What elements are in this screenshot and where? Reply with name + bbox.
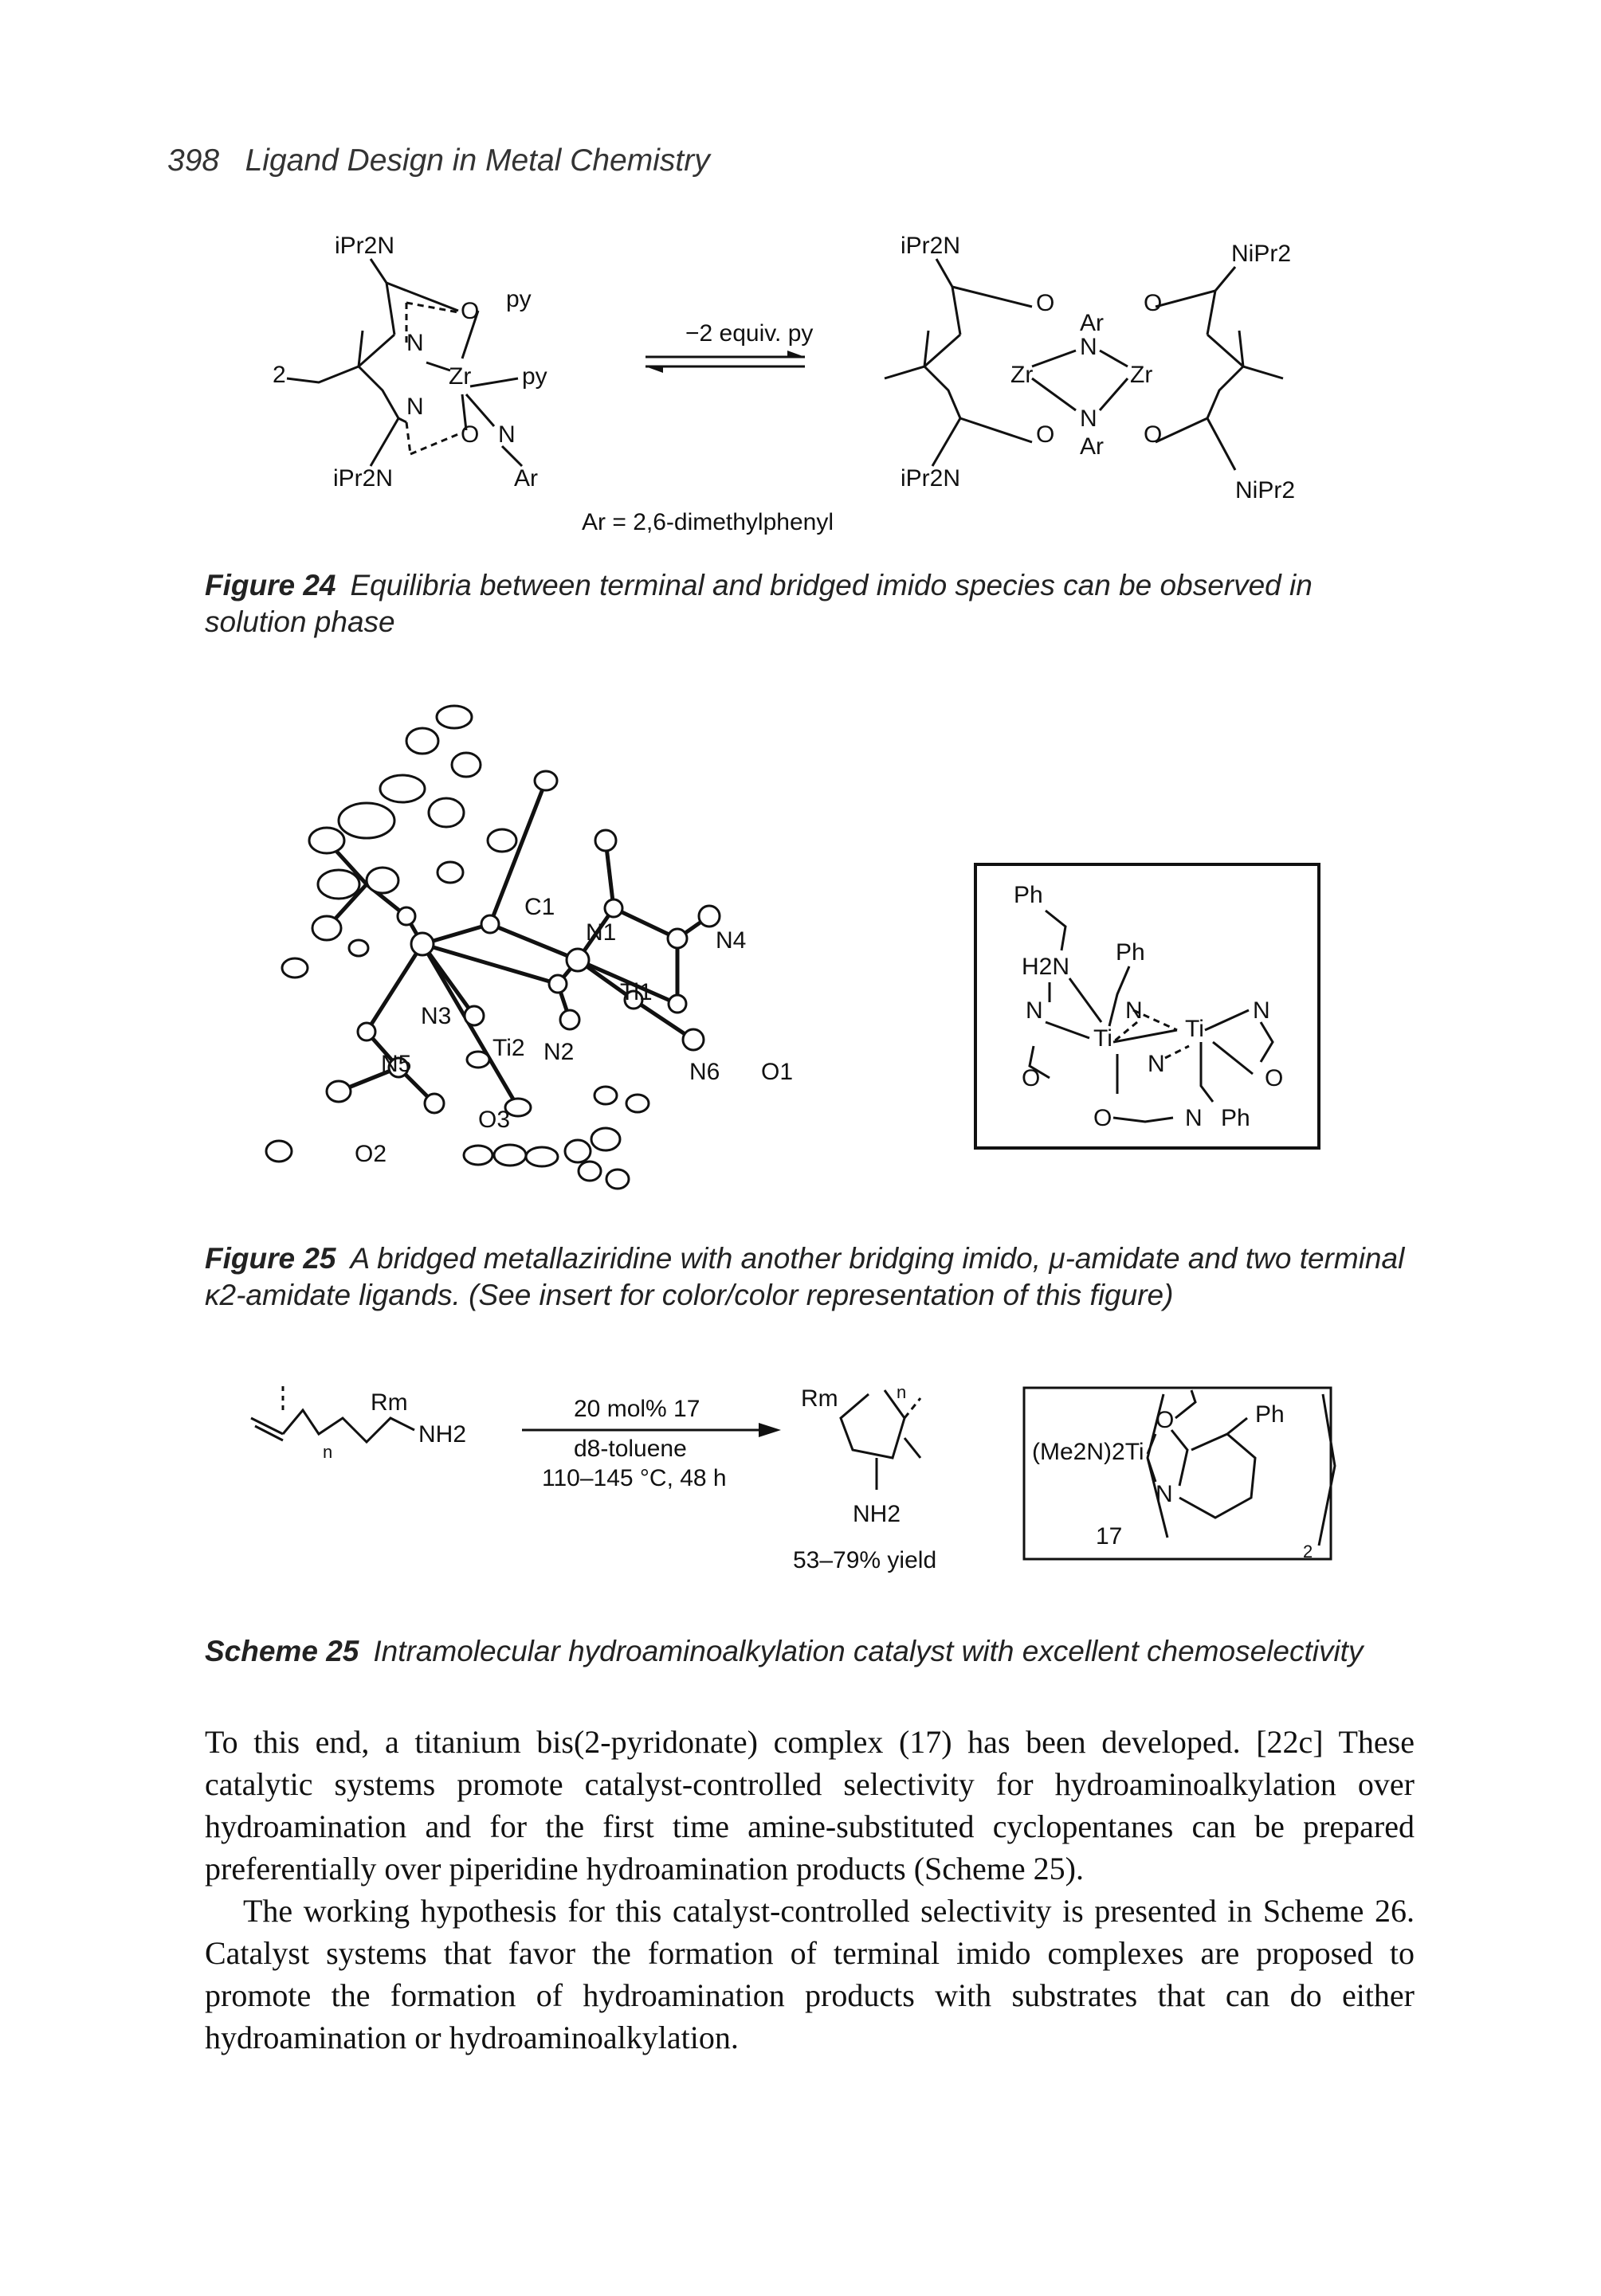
insert-ph-mid: Ph bbox=[1116, 939, 1145, 966]
left-bottom-amine-label: iPr2N bbox=[333, 465, 393, 492]
left-n-top-label: N bbox=[406, 330, 424, 356]
catalyst-ti-label: (Me2N)2Ti bbox=[1032, 1439, 1144, 1465]
atom-label-n2: N2 bbox=[543, 1039, 574, 1065]
insert-o-bottom: O bbox=[1093, 1105, 1112, 1131]
solvent-label: d8-toluene bbox=[574, 1436, 687, 1462]
right-n-top-label: N bbox=[1080, 334, 1097, 360]
equilibrium-arrows: −2 equiv. py bbox=[646, 320, 813, 373]
right-br-amine-label: NiPr2 bbox=[1235, 477, 1295, 503]
substrate-n-label: n bbox=[323, 1442, 332, 1462]
insert-o-left: O bbox=[1022, 1065, 1040, 1091]
figure-25-label: Figure 25 bbox=[205, 1242, 336, 1275]
figure-24-caption-text: Equilibria between terminal and bridged … bbox=[205, 569, 1313, 638]
left-metal-label: Zr bbox=[449, 363, 471, 390]
left-ar-label: Ar bbox=[514, 465, 538, 492]
scheme-25-caption-text: Intramolecular hydroaminoalkylation cata… bbox=[373, 1635, 1364, 1667]
atom-label-n4: N4 bbox=[716, 927, 746, 954]
scheme-25-caption: Scheme 25 Intramolecular hydroaminoalkyla… bbox=[205, 1633, 1416, 1670]
insert-n-bridge: N bbox=[1148, 1051, 1165, 1077]
atom-label-c1: C1 bbox=[524, 894, 555, 920]
atom-label-n5: N5 bbox=[381, 1051, 411, 1077]
body-paragraph-1: To this end, a titanium bis(2-pyridonate… bbox=[205, 1724, 1415, 1887]
right-ar-bottom-label: Ar bbox=[1080, 433, 1104, 460]
atom-label-o2: O2 bbox=[355, 1141, 387, 1167]
insert-n-right: N bbox=[1253, 997, 1270, 1024]
figure-25-caption-text: A bridged metallaziridine with another b… bbox=[205, 1242, 1405, 1311]
running-header: 398 Ligand Design in Metal Chemistry bbox=[167, 143, 710, 178]
ortep-atom-labels: C1 N1 N4 Ti1 N3 Ti2 N2 N5 N6 O1 O3 O2 bbox=[355, 894, 793, 1167]
figure-24-label: Figure 24 bbox=[205, 569, 336, 601]
left-py1-label: py bbox=[506, 286, 532, 312]
insert-n-left: N bbox=[1026, 997, 1043, 1024]
left-py2-label: py bbox=[522, 363, 547, 390]
insert-ti-right: Ti bbox=[1185, 1016, 1204, 1042]
coefficient-label: 2 bbox=[273, 362, 286, 388]
product-n-label: n bbox=[897, 1382, 906, 1402]
product-r-label: Rm bbox=[801, 1385, 838, 1412]
right-o2-label: O bbox=[1036, 421, 1054, 448]
catalyst-number-label: 17 bbox=[1096, 1523, 1122, 1550]
right-o3-label: O bbox=[1144, 290, 1162, 316]
catalyst-o-label: O bbox=[1156, 1407, 1174, 1433]
conditions-label: 110–145 °C, 48 h bbox=[542, 1465, 727, 1491]
left-o-top-label: O bbox=[461, 298, 479, 324]
right-metal1-label: Zr bbox=[1010, 362, 1033, 388]
insert-ph-top: Ph bbox=[1014, 882, 1043, 908]
running-title: Ligand Design in Metal Chemistry bbox=[245, 143, 710, 178]
left-o-bottom-label: O bbox=[461, 421, 479, 448]
right-o1-label: O bbox=[1036, 290, 1054, 316]
atom-label-ti1: Ti1 bbox=[620, 979, 653, 1005]
catalyst-subscript-label: 2 bbox=[1303, 1542, 1313, 1561]
atom-label-o1: O1 bbox=[761, 1059, 793, 1085]
insert-ph-bottom: Ph bbox=[1221, 1105, 1250, 1131]
figure-25-schematic-insert: Ph H2N Ph N N N Ti Ti N O O O N Ph bbox=[974, 863, 1320, 1150]
product-nh2-label: NH2 bbox=[853, 1501, 901, 1527]
right-ar-top-label: Ar bbox=[1080, 310, 1104, 336]
page-number: 398 bbox=[167, 143, 220, 178]
right-bl-amine-label: iPr2N bbox=[901, 465, 960, 492]
left-imido-n-label: N bbox=[498, 421, 516, 448]
insert-ti-left: Ti bbox=[1093, 1025, 1112, 1052]
scheme-25-label: Scheme 25 bbox=[205, 1635, 359, 1667]
atom-label-o3: O3 bbox=[478, 1107, 510, 1133]
ortep-ellipsoids bbox=[265, 704, 721, 1190]
body-text: To this end, a titanium bis(2-pyridonate… bbox=[205, 1721, 1415, 2059]
right-tr-amine-label: NiPr2 bbox=[1231, 241, 1291, 267]
right-o4-label: O bbox=[1144, 421, 1162, 448]
catalyst-17-box: (Me2N)2Ti O N Ph 17 2 bbox=[1022, 1386, 1336, 1561]
scheme-25-reaction: Rm n NH2 20 mol% 17 d8-toluene 110–145 °… bbox=[250, 1382, 1336, 1573]
right-metal2-label: Zr bbox=[1130, 362, 1152, 388]
insert-o-right: O bbox=[1265, 1065, 1283, 1091]
body-paragraph-2: The working hypothesis for this catalyst… bbox=[205, 1893, 1415, 2055]
aryl-definition-note: Ar = 2,6-dimethylphenyl bbox=[582, 509, 834, 535]
figure-25-ortep-structure: C1 N1 N4 Ti1 N3 Ti2 N2 N5 N6 O1 O3 O2 bbox=[265, 704, 793, 1190]
left-n-bottom-label: N bbox=[406, 394, 424, 420]
arrow-label: −2 equiv. py bbox=[685, 320, 813, 347]
substrate-structure: Rm n NH2 bbox=[250, 1386, 466, 1462]
atom-label-n6: N6 bbox=[689, 1059, 720, 1085]
reagent-label: 20 mol% 17 bbox=[574, 1396, 700, 1422]
catalyst-ph-label: Ph bbox=[1255, 1401, 1285, 1428]
substrate-r-label: Rm bbox=[371, 1389, 408, 1416]
right-tl-amine-label: iPr2N bbox=[901, 233, 960, 259]
insert-n-bottom: N bbox=[1185, 1105, 1203, 1131]
figure-24-scheme: iPr2N 2 iPr2N Zr py py N Ar O O N N −2 e… bbox=[273, 233, 1295, 535]
bridged-imido-dimer: iPr2N iPr2N NiPr2 NiPr2 Zr Zr Ar N N Ar … bbox=[884, 233, 1295, 503]
terminal-imido-complex: iPr2N 2 iPr2N Zr py py N Ar O O N N bbox=[273, 233, 547, 492]
substrate-nh2-label: NH2 bbox=[418, 1421, 466, 1448]
atom-label-n1: N1 bbox=[586, 919, 616, 946]
catalyst-n-label: N bbox=[1156, 1481, 1173, 1507]
insert-h2n-label: H2N bbox=[1022, 954, 1069, 980]
atom-label-ti2: Ti2 bbox=[492, 1035, 525, 1061]
atom-label-n3: N3 bbox=[421, 1003, 451, 1029]
product-structure: Rm n NH2 53–79% yield bbox=[793, 1382, 936, 1573]
yield-label: 53–79% yield bbox=[793, 1547, 936, 1573]
right-n-bottom-label: N bbox=[1080, 406, 1097, 432]
reaction-arrow-group: 20 mol% 17 d8-toluene 110–145 °C, 48 h bbox=[522, 1396, 781, 1491]
left-top-amine-label: iPr2N bbox=[335, 233, 394, 259]
